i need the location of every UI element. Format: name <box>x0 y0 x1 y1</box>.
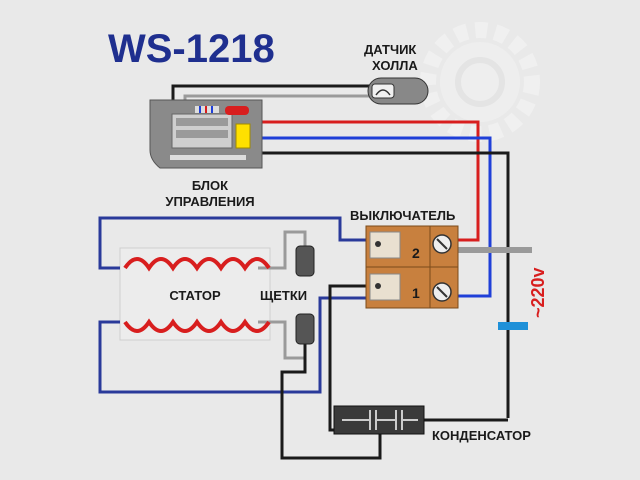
switch-label: ВЫКЛЮЧАТЕЛЬ <box>350 208 455 223</box>
hall-sensor-label-line1: ДАТЧИК <box>364 42 416 57</box>
plug-mark <box>498 322 528 330</box>
voltage-label: ~220v <box>528 267 548 318</box>
control-unit-label-line1: БЛОК <box>192 178 228 193</box>
stator-coil-bottom <box>123 318 271 333</box>
switch-body <box>365 225 459 309</box>
stator-coil-top <box>123 257 271 272</box>
wire-cap-black-bottom <box>280 342 382 460</box>
watermark-gear-icon <box>420 22 540 142</box>
wire-red <box>255 120 480 242</box>
brush-bottom <box>295 313 315 345</box>
control-unit <box>149 99 263 169</box>
wire-brush-top <box>258 230 307 270</box>
wire-blue <box>255 136 492 298</box>
brushes-label: ЩЕТКИ <box>260 288 307 303</box>
switch-terminal-1-label: 1 <box>412 285 420 301</box>
capacitor-label: КОНДЕНСАТОР <box>432 428 531 443</box>
diagram-title: WS-1218 <box>108 27 275 71</box>
capacitor <box>333 405 425 435</box>
control-unit-label-line2: УПРАВЛЕНИЯ <box>165 194 254 209</box>
wire-stator-top <box>98 216 370 270</box>
hall-sensor <box>367 77 429 105</box>
hall-sensor-label-line2: ХОЛЛА <box>372 58 418 73</box>
brush-top <box>295 245 315 277</box>
wire-stator-bottom <box>98 296 370 394</box>
switch-terminal-2-label: 2 <box>412 245 420 261</box>
stator-label: СТАТОР <box>169 288 221 303</box>
